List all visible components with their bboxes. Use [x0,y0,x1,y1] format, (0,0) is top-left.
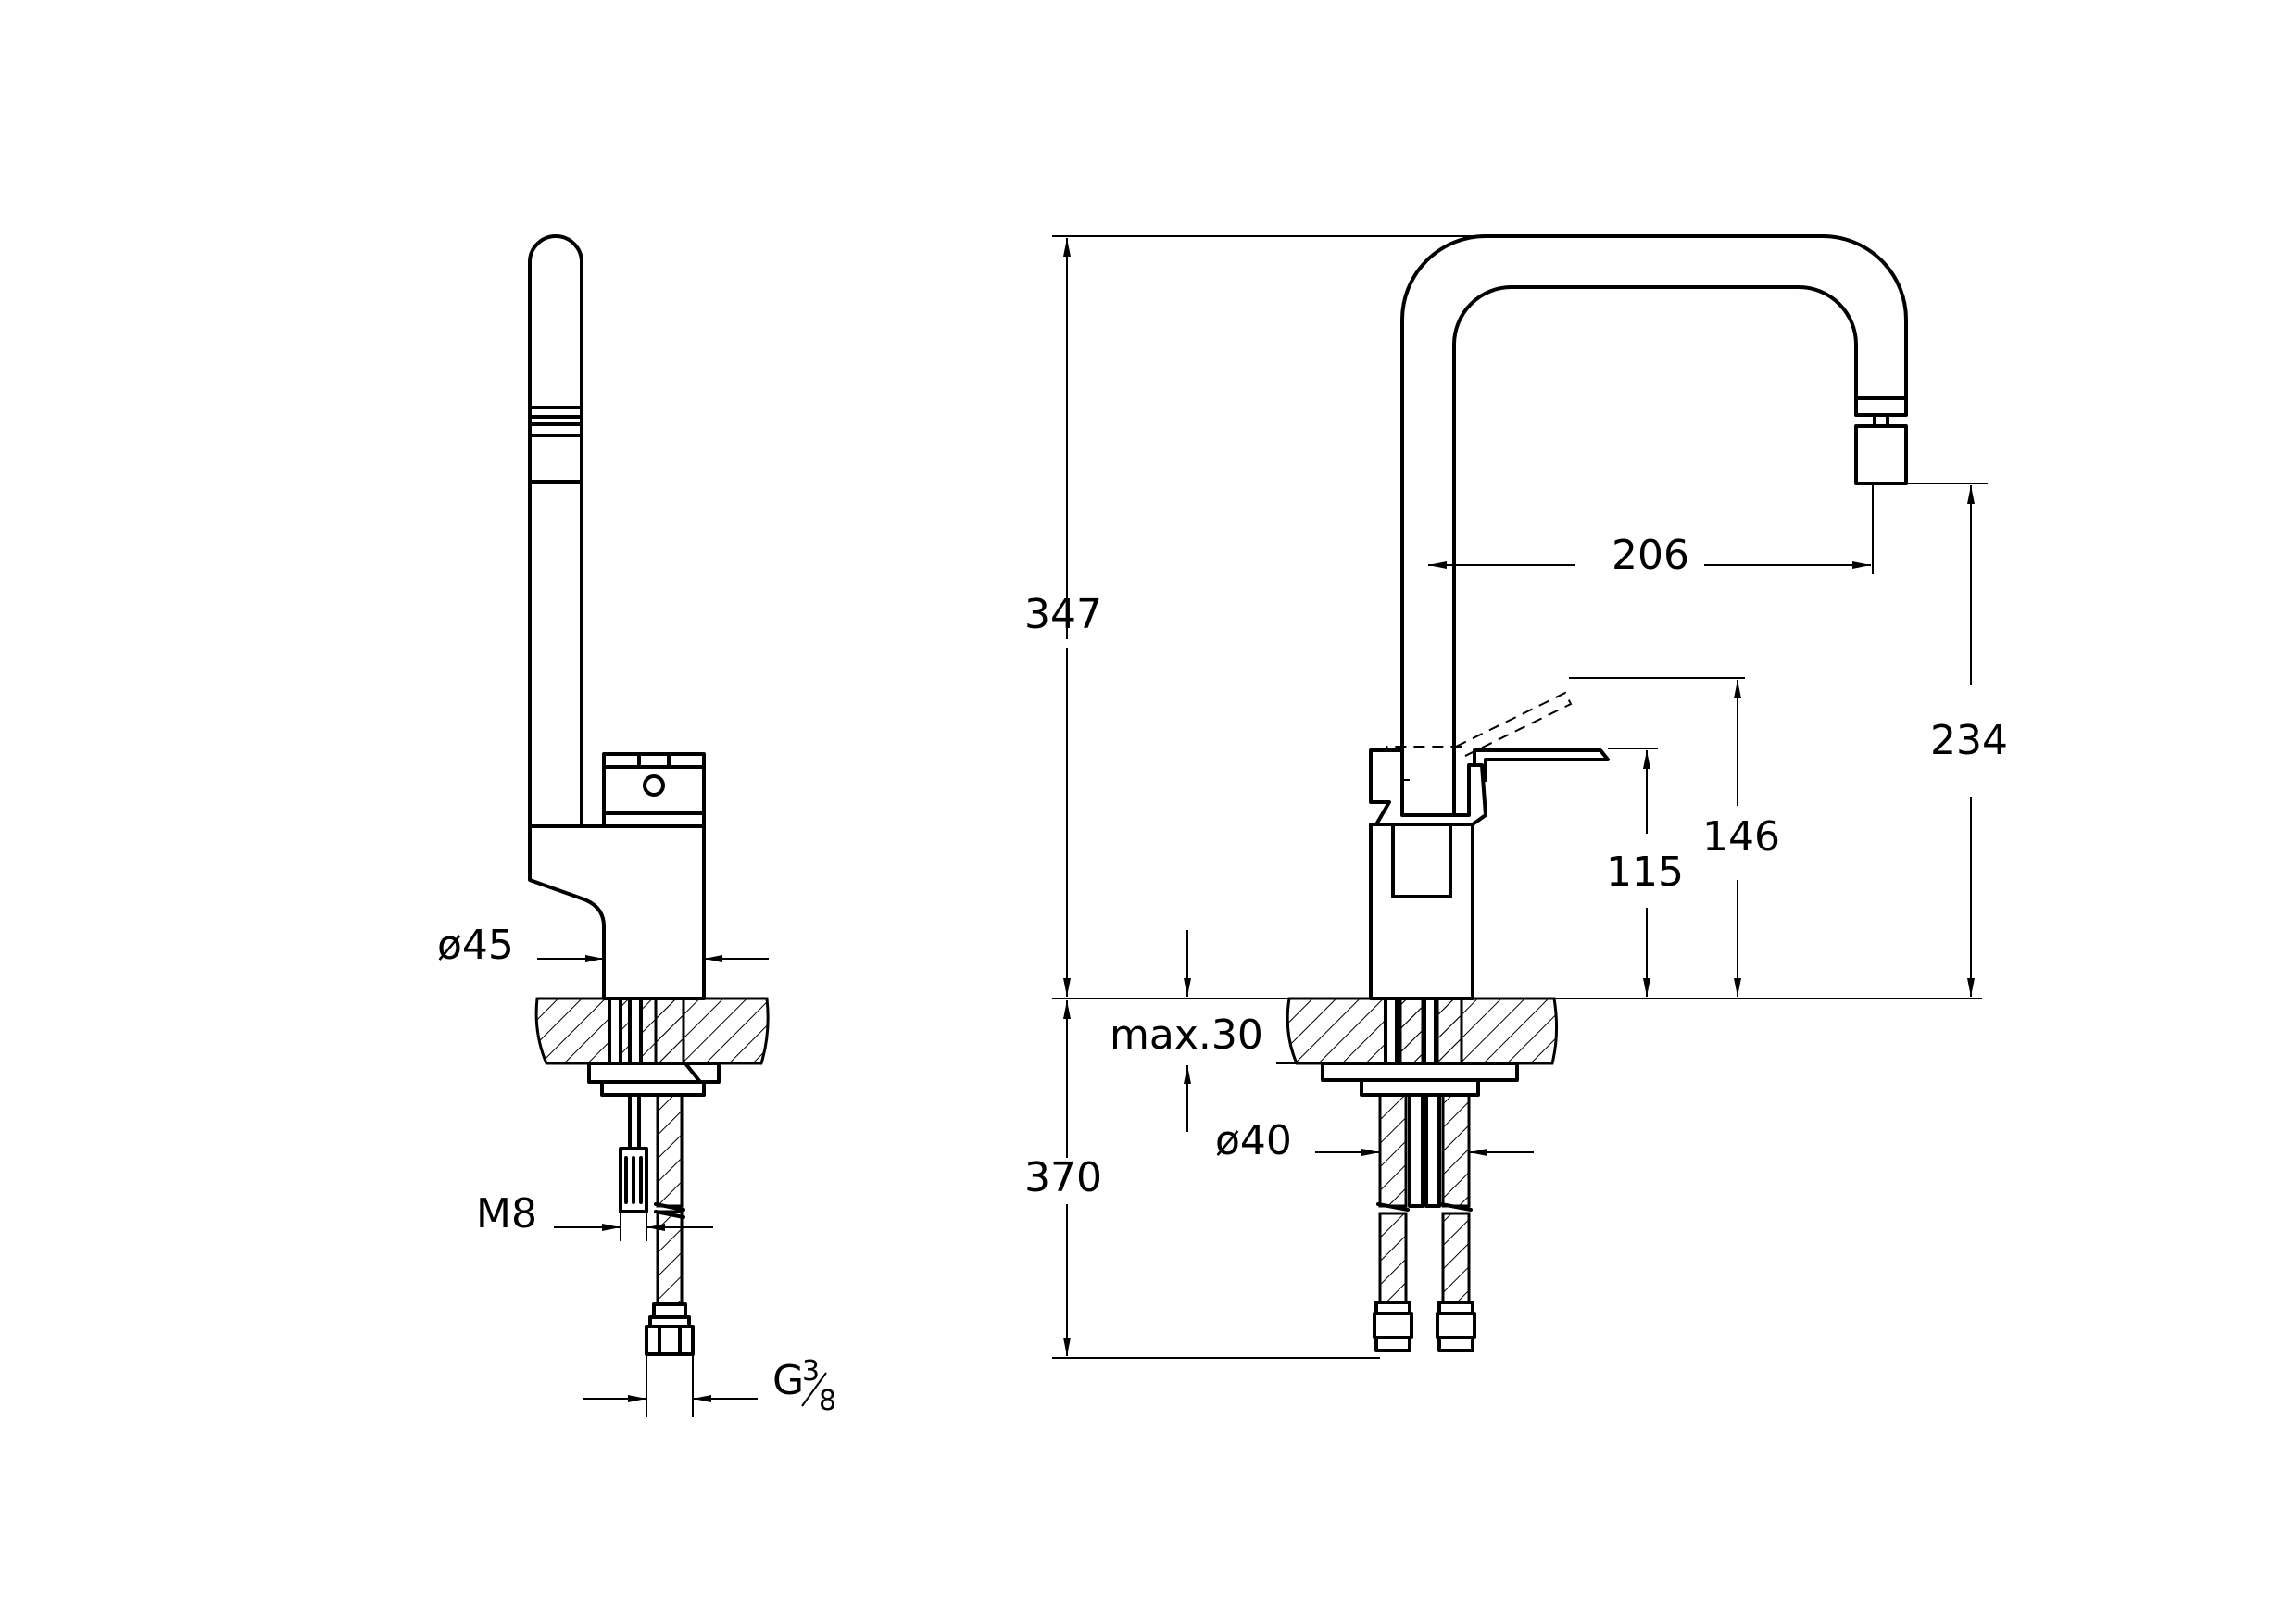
side-lever-hole [643,774,665,797]
dim-height-overall: 347 [1024,591,1102,638]
side-spout-ring-1 [528,406,583,419]
dim-connection-numerator: 3 [802,1355,820,1388]
side-spout-tube [528,234,583,828]
dim-lever-height: 115 [1606,848,1684,896]
dim-deck-thickness: max.30 [1110,1012,1263,1059]
dim-stud-thread: M8 [476,1190,537,1238]
front-hose-nut-right [1437,1336,1474,1352]
front-lever [1473,748,1610,782]
side-view: ø45 M8 G 3 8 [437,234,836,1417]
front-hose-nut-left [1374,1336,1411,1352]
side-spout-ring-2 [528,422,583,437]
dim-height-below: 370 [1024,1154,1102,1201]
dim-connection-thread: G [772,1357,804,1404]
dim-spout-reach: 206 [1612,532,1689,579]
front-mounting-plate [1321,1062,1519,1082]
front-hose-right [1441,1093,1471,1208]
dim-lever-top-height: 146 [1702,813,1780,861]
side-lever-block [602,752,706,828]
dim-connection-g: G [772,1357,804,1404]
side-hose [656,1093,684,1208]
dim-hole-diameter: ø40 [1215,1117,1292,1164]
front-lever-raised [1455,691,1573,759]
front-hose-left [1378,1093,1408,1208]
dim-body-diameter: ø45 [437,922,514,969]
front-body-window [1391,823,1452,898]
front-spout-inner [1452,285,1858,817]
front-aerator-ring [1854,396,1908,417]
side-body [528,824,706,1000]
dim-connection-denominator: 8 [819,1385,836,1417]
front-aerator [1854,424,1908,485]
side-deck [534,997,770,1065]
side-hose-nut [645,1325,695,1356]
dim-spout-height: 234 [1930,717,2008,764]
front-spout-outer [1400,234,1908,828]
front-view: 347 370 206 234 146 115 max.30 ø40 [1024,234,2008,1359]
front-cartridge [1369,748,1487,826]
